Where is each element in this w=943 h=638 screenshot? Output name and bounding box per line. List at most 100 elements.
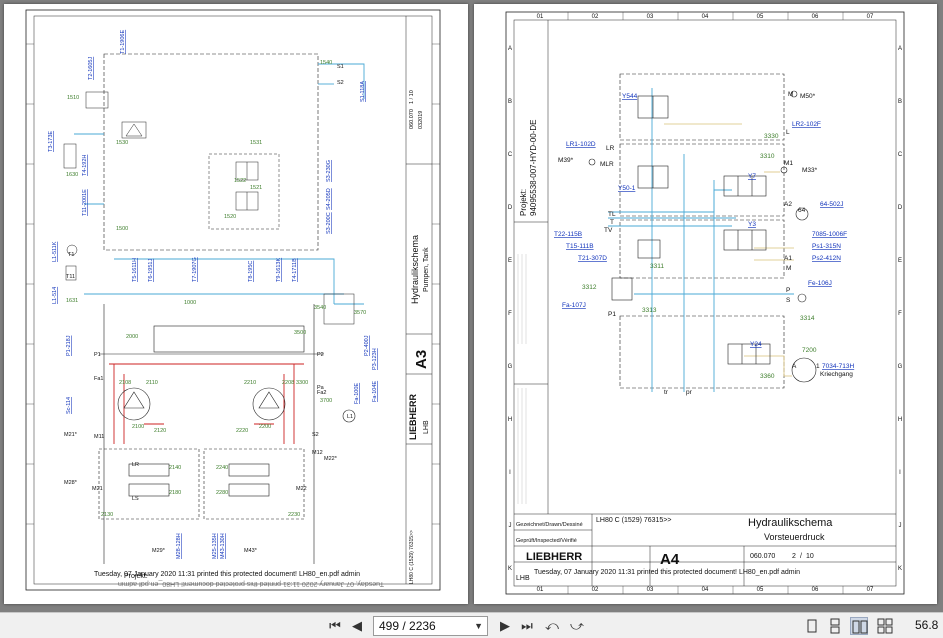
svg-text:C: C [898,152,903,158]
svg-text:2140: 2140 [169,465,181,471]
svg-text:2180: 2180 [169,490,181,496]
svg-text:T4-1711B: T4-1711B [292,258,298,282]
svg-text:I: I [899,470,901,476]
svg-text:tr: tr [664,389,669,396]
svg-text:C: C [508,152,513,158]
svg-text:2108: 2108 [119,380,131,386]
svg-text:M: M [788,91,793,98]
svg-text:1540: 1540 [320,60,332,66]
svg-text:T6-1951J: T6-1951J [148,259,154,282]
svg-text:06: 06 [812,14,819,20]
zoom-level[interactable]: 56.8 [915,618,939,632]
link-lr2[interactable]: LR2-102F [792,121,821,128]
svg-text:3310: 3310 [760,153,775,160]
two-page-continuous-icon[interactable] [876,617,894,635]
svg-text:H: H [508,417,512,423]
svg-text:2208: 2208 [282,380,294,386]
svg-text:2220: 2220 [236,428,248,434]
svg-text:T1: T1 [68,252,74,258]
svg-text:03: 03 [647,14,654,20]
svg-text:1000: 1000 [184,300,196,306]
single-page-view-icon[interactable] [803,617,821,635]
svg-text:M33*: M33* [802,167,818,174]
next-page-icon[interactable]: ▶ [500,618,510,633]
go-forward-icon[interactable]: ⤻ [570,618,584,633]
svg-text:2100: 2100 [132,424,144,430]
link-64-502j[interactable]: 64-502J [820,201,844,208]
svg-text:P1: P1 [94,352,101,358]
svg-text:M21*: M21* [64,432,78,438]
link-7085[interactable]: 7085-1006F [812,231,847,238]
page-number-field[interactable]: 499 / 2236 ▼ [373,616,488,636]
svg-text:pr: pr [686,389,693,396]
svg-text:2240: 2240 [216,465,228,471]
link-y24[interactable]: Y24 [750,341,762,348]
svg-text:L: L [786,129,790,136]
previous-page-icon[interactable]: ◀ [352,618,362,633]
svg-text:T4-192H: T4-192H [82,155,88,176]
svg-text:K: K [508,566,512,572]
sheet-subtitle-right: Vorsteuerdruck [764,532,825,542]
svg-text:A: A [898,46,902,52]
link-ps2[interactable]: Ps2-412N [812,255,841,262]
svg-text:A: A [792,363,797,370]
svg-text:2110: 2110 [146,380,158,386]
sheet-index-left: 032019 [418,111,424,129]
svg-text:3540: 3540 [314,305,326,311]
continuous-view-icon[interactable] [826,617,844,635]
link-7034[interactable]: 7034-713H [822,363,854,370]
svg-text:06: 06 [812,587,819,593]
svg-text:1530: 1530 [116,140,128,146]
go-back-icon[interactable]: ⤺ [545,618,559,633]
svg-text:S2: S2 [312,432,319,438]
link-y7[interactable]: Y7 [748,173,756,180]
svg-text:07: 07 [867,14,874,20]
svg-text:2130: 2130 [101,512,113,518]
svg-text:M28*: M28* [64,480,78,486]
svg-text:T9-1613K: T9-1613K [276,258,282,282]
link-fe106[interactable]: Fe-106J [808,280,832,287]
link-t22[interactable]: T22-115B [554,231,582,238]
format-label-right: A4 [660,551,680,568]
svg-text:2210: 2210 [244,380,256,386]
svg-text:3330: 3330 [764,133,779,140]
svg-text:J: J [509,523,512,529]
svg-text:3360: 3360 [760,373,775,380]
link-lr1[interactable]: LR1-102D [566,141,596,148]
svg-text:T8-195C: T8-195C [248,261,254,282]
svg-text:3300: 3300 [296,380,308,386]
svg-text:1: 1 [816,363,820,370]
svg-text:02: 02 [592,14,599,20]
link-t21[interactable]: T21-307D [578,255,607,262]
last-page-icon[interactable]: ⏭ [521,618,533,633]
print-notice-mirror-left: Tuesday, 07 January 2020 11:31 printed t… [118,580,384,587]
hydraulic-schematic-left: Hydraulikschema Pumpen, Tank A3 LIEBHERR… [25,9,441,591]
chevron-down-icon[interactable]: ▼ [474,621,483,631]
link-y544[interactable]: Y544 [622,93,638,100]
svg-text:P1-218J: P1-218J [66,335,72,356]
svg-text:05: 05 [757,14,764,20]
document-viewport[interactable]: Hydraulikschema Pumpen, Tank A3 LIEBHERR… [0,0,943,612]
svg-text:S1: S1 [337,64,344,70]
link-t15[interactable]: T15-111B [566,243,594,250]
link-y3[interactable]: Y3 [748,221,756,228]
svg-text:M25-135H: M25-135H [212,533,218,559]
link-ps1[interactable]: Ps1-315N [812,243,841,250]
two-page-view-icon[interactable] [850,617,868,635]
svg-text:02: 02 [592,587,599,593]
sheet-title-right: Hydraulikschema [748,517,833,529]
svg-text:04: 04 [702,14,709,20]
link-fa107[interactable]: Fa-107J [562,302,586,309]
svg-text:T3-173E: T3-173E [48,131,54,152]
svg-text:F: F [898,311,902,317]
svg-text:P3-123H: P3-123H [372,348,378,370]
svg-text:T: T [610,219,614,226]
first-page-icon[interactable]: ⏮ [329,618,341,633]
pdf-page-left: Hydraulikschema Pumpen, Tank A3 LIEBHERR… [4,4,468,604]
sheet-of-left: 1 / 10 [409,90,415,104]
inspected-label: Geprüft/Inspected/Vérifié [516,538,577,544]
svg-text:M43*: M43* [244,548,258,554]
svg-text:7200: 7200 [802,347,817,354]
svg-text:01: 01 [537,587,544,593]
link-y501[interactable]: Y50-1 [618,185,636,192]
